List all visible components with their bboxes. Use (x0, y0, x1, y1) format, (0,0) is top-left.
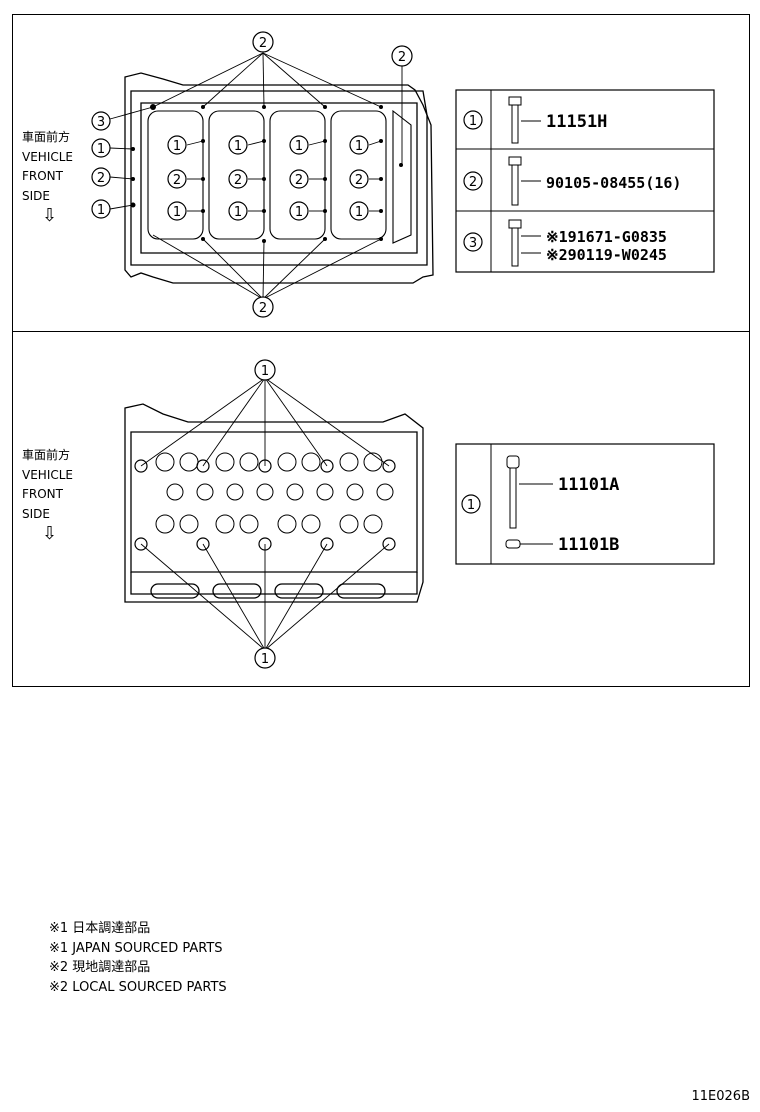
svg-text:3: 3 (469, 236, 477, 251)
legend-table-top: 1 2 3 11151H 90105-08455(16) ※191671-G08… (455, 89, 715, 273)
svg-text:1: 1 (469, 114, 477, 129)
part-90105-08455: 90105-08455(16) (546, 174, 681, 192)
footnote-japan-en: ※1 JAPAN SOURCED PARTS (49, 940, 223, 956)
svg-text:2: 2 (173, 173, 181, 188)
svg-text:1: 1 (467, 498, 475, 513)
svg-text:2: 2 (398, 50, 406, 65)
down-arrow-icon: ⇩ (42, 205, 58, 226)
svg-text:1: 1 (97, 203, 105, 218)
part-90119-W0245: ※290119-W0245 (546, 246, 667, 264)
callout-1-row3: 1 1 1 1 (167, 201, 369, 221)
cylinder-head-illustration: 1 1 1 11101A 11101B (124, 359, 715, 669)
part-11151H: 11151H (546, 112, 607, 132)
footnote-local-en: ※2 LOCAL SOURCED PARTS (49, 979, 227, 995)
leader-lines-bottom (140, 377, 390, 651)
svg-text:2: 2 (469, 175, 477, 190)
callout-2-top: 2 (252, 31, 274, 53)
svg-text:2: 2 (295, 173, 303, 188)
svg-text:1: 1 (295, 139, 303, 154)
svg-text:1: 1 (234, 205, 242, 220)
footnote-local-jp: ※2 現地調達部品 (49, 960, 151, 975)
legend-table-bottom: 1 11101A 11101B (455, 443, 715, 565)
head-cover-outline (124, 72, 434, 284)
callout-1-left-a: 1 (91, 138, 111, 158)
cylinder-head-cover-panel: 2 2 2 3 1 2 1 1 1 1 1 2 2 2 2 (12, 14, 750, 332)
callout-2-right: 2 (391, 45, 413, 67)
part-91671-G0835: ※191671-G0835 (546, 228, 667, 246)
callout-2-left: 2 (91, 167, 111, 187)
illustration-code: 11E026B (691, 1089, 751, 1104)
svg-text:1: 1 (261, 652, 269, 667)
svg-text:1: 1 (295, 205, 303, 220)
svg-text:1: 1 (173, 139, 181, 154)
vehicle-front-label-bottom: 車面前方 VEHICLE FRONT SIDE ⇩ (22, 448, 73, 544)
part-11101B: 11101B (558, 535, 619, 555)
svg-text:2: 2 (97, 171, 105, 186)
bolt-icon (508, 96, 522, 267)
cylinder-head-cover-illustration: 2 2 2 3 1 2 1 1 1 1 1 2 2 2 2 (91, 31, 715, 318)
svg-text:3: 3 (97, 115, 105, 130)
leader-lines (109, 52, 403, 300)
cylinder-head-panel: 1 1 1 11101A 11101B 車面前方 VEHICLE FRONT S… (12, 331, 750, 687)
callout-2-bottom: 2 (252, 296, 274, 318)
svg-text:1: 1 (234, 139, 242, 154)
callout-1-row1: 1 1 1 1 (167, 135, 369, 155)
vehicle-front-label: 車面前方 VEHICLE FRONT SIDE ⇩ (22, 130, 73, 226)
footnote-japan-jp: ※1 日本調達部品 (49, 921, 151, 936)
callout-1-bottom-bottom-panel: 1 (254, 647, 276, 669)
head-bolt-icon (505, 455, 521, 549)
svg-text:1: 1 (173, 205, 181, 220)
callout-2-row2: 2 2 2 2 (167, 169, 369, 189)
svg-text:2: 2 (259, 36, 267, 51)
svg-text:1: 1 (261, 364, 269, 379)
svg-text:1: 1 (355, 205, 363, 220)
callout-3-left: 3 (91, 111, 111, 131)
callout-1-top-bottom-panel: 1 (254, 359, 276, 381)
callout-1-left-b: 1 (91, 199, 111, 219)
svg-text:2: 2 (355, 173, 363, 188)
valve-ports (155, 452, 394, 534)
footnotes: ※1 日本調達部品 ※1 JAPAN SOURCED PARTS ※2 現地調達… (49, 919, 227, 997)
svg-text:2: 2 (234, 173, 242, 188)
svg-text:1: 1 (97, 142, 105, 157)
down-arrow-icon: ⇩ (42, 523, 58, 544)
head-bolt-holes (134, 459, 396, 551)
svg-text:2: 2 (259, 301, 267, 316)
part-11101A: 11101A (558, 475, 619, 495)
svg-text:1: 1 (355, 139, 363, 154)
cam-chambers (147, 109, 412, 244)
cylinder-head-outline (124, 403, 424, 603)
